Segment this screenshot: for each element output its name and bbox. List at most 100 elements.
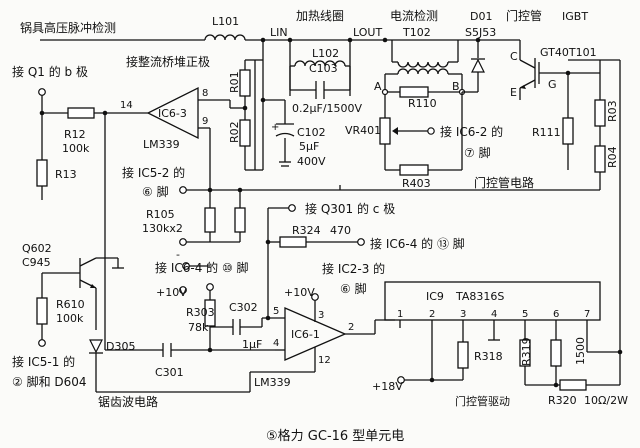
- label-pin-8: 8: [202, 88, 208, 99]
- label-R324-value: 470: [330, 224, 351, 237]
- label-IC9: IC9: [426, 290, 444, 303]
- label-heating-coil: 加热线圈: [296, 9, 344, 23]
- label-D305: D305: [106, 340, 135, 353]
- label-gate-circuit: 门控管电路: [474, 175, 534, 190]
- label-current-detect: 电流检测: [390, 8, 438, 23]
- inductor-L102: [294, 60, 346, 67]
- label-gate-tube: 门控管: [506, 8, 542, 23]
- inductor-L101: [204, 34, 246, 41]
- label-pin-4: 4: [273, 338, 279, 349]
- label-VR401: VR401: [345, 124, 381, 137]
- comparator-IC6-3: [118, 86, 231, 190]
- label-ic9-pin-1: 1: [397, 309, 403, 320]
- resistor-chain-R01-R02: [230, 59, 255, 171]
- capacitor-C102: +: [271, 122, 295, 167]
- label-C103: C103: [309, 62, 338, 75]
- label-ic2-3-b: ⑥ 脚: [340, 281, 367, 296]
- label-C302-value: 1μF: [242, 338, 262, 351]
- sawtooth-circuit: [36, 257, 275, 393]
- label-R303: R303: [186, 306, 215, 319]
- label-R105-value: 130kx2: [142, 222, 183, 235]
- label-TA8316S: TA8316S: [455, 290, 504, 303]
- label-T102: T102: [402, 26, 431, 39]
- label-R320-value: 10Ω/2W: [584, 394, 628, 407]
- label-R610-value: 100k: [56, 312, 84, 325]
- label-R105: R105: [146, 208, 175, 221]
- label-IC6-3: IC6-3: [158, 107, 187, 120]
- label-R324: R324: [292, 224, 321, 237]
- svg-text:+: +: [271, 122, 279, 133]
- label-pin-E: E: [510, 86, 517, 99]
- label-D01: D01: [470, 10, 492, 23]
- label-D01-value: S5J53: [465, 26, 496, 39]
- label-plus10v-a: +10V: [156, 286, 187, 299]
- label-pulse-detect: 锅具高压脉冲检测: [20, 20, 116, 35]
- label-R12: R12: [64, 128, 86, 141]
- driver-ic-IC9: [384, 281, 623, 391]
- label-LOUT: LOUT: [353, 26, 382, 39]
- label-C103-value: 0.2μF/1500V: [292, 102, 363, 115]
- label-to-bridge: 接整流桥堆正极: [126, 54, 210, 69]
- label-LM339-top: LM339: [143, 138, 180, 151]
- label-sawtooth: 锯齿波电路: [98, 394, 158, 409]
- label-R319: R319: [520, 337, 533, 366]
- label-L101: L101: [212, 15, 239, 28]
- label-R110: R110: [408, 97, 437, 110]
- label-R111: R111: [532, 126, 561, 139]
- label-Q602: Q602: [22, 242, 52, 255]
- label-Q602-value: C945: [22, 256, 51, 269]
- label-ic6-2-b: ⑦ 脚: [464, 145, 491, 160]
- label-R01: R01: [228, 71, 241, 93]
- label-q301-c: 接 Q301 的 c 极: [305, 201, 395, 216]
- label-ic9-pin-3: 3: [460, 309, 466, 320]
- label-R04: R04: [606, 146, 619, 168]
- label-pin-2: 2: [348, 322, 354, 333]
- label-L102: L102: [312, 47, 339, 60]
- label-R303-value: 78k: [188, 321, 209, 334]
- label-ic2-3-a: 接 IC2-3 的: [322, 261, 385, 276]
- label-ic9-pin-7: 7: [584, 309, 590, 320]
- label-minus: -: [176, 248, 180, 261]
- label-R318: R318: [474, 350, 503, 363]
- label-ic5-1-a: 接 IC5-1 的: [12, 354, 75, 369]
- label-igbt: IGBT: [562, 10, 588, 23]
- label-ic5-1-b: ② 脚和 D604: [12, 374, 87, 389]
- label-pin-14: 14: [120, 100, 133, 111]
- label-C102-value-1: 5μF: [299, 140, 319, 153]
- label-C302: C302: [229, 301, 258, 314]
- label-q1-b: 接 Q1 的 b 极: [12, 64, 88, 79]
- label-pin-3: 3: [318, 310, 324, 321]
- label-ic5-2-b: ⑥ 脚: [142, 184, 169, 199]
- label-pin-C: C: [510, 50, 518, 63]
- r105-network: [179, 185, 341, 246]
- label-R02: R02: [228, 121, 241, 143]
- label-pin-9: 9: [202, 116, 208, 127]
- label-bottom-right: 门控管驱动: [455, 394, 510, 408]
- label-ic6-4-13: 接 IC6-4 的 ⑬ 脚: [370, 236, 465, 251]
- label-ic6-2-a: 接 IC6-2 的: [440, 124, 503, 139]
- lin-branch-wiring: [254, 59, 286, 171]
- label-R03: R03: [606, 100, 619, 122]
- label-R13: R13: [55, 168, 77, 181]
- label-ic9-pin-5: 5: [522, 309, 528, 320]
- capacitor-C103: [289, 66, 351, 99]
- label-pin-12: 12: [318, 355, 331, 366]
- label-IC6-1: IC6-1: [291, 328, 320, 341]
- label-R319-value: 1500: [574, 337, 587, 365]
- label-C102-value-2: 400V: [297, 155, 326, 168]
- label-ic6-4-10: 接 IC6-4 的 ⑩ 脚: [155, 260, 249, 275]
- label-pin-B: B: [452, 80, 460, 93]
- label-pin-G: G: [548, 78, 557, 91]
- label-pin-5: 5: [273, 306, 279, 317]
- top-rail-wiring: [40, 37, 520, 100]
- label-ic9-pin-6: 6: [553, 309, 559, 320]
- label-C102: C102: [297, 126, 326, 139]
- label-ic9-pin-2: 2: [429, 309, 435, 320]
- label-C301: C301: [155, 366, 184, 379]
- label-plus10v-b: +10V: [284, 286, 315, 299]
- figure-caption: ⑤格力 GC-16 型单元电: [266, 428, 404, 444]
- q1-b-branch: [36, 88, 163, 351]
- label-ic5-2-a: 接 IC5-2 的: [122, 165, 185, 180]
